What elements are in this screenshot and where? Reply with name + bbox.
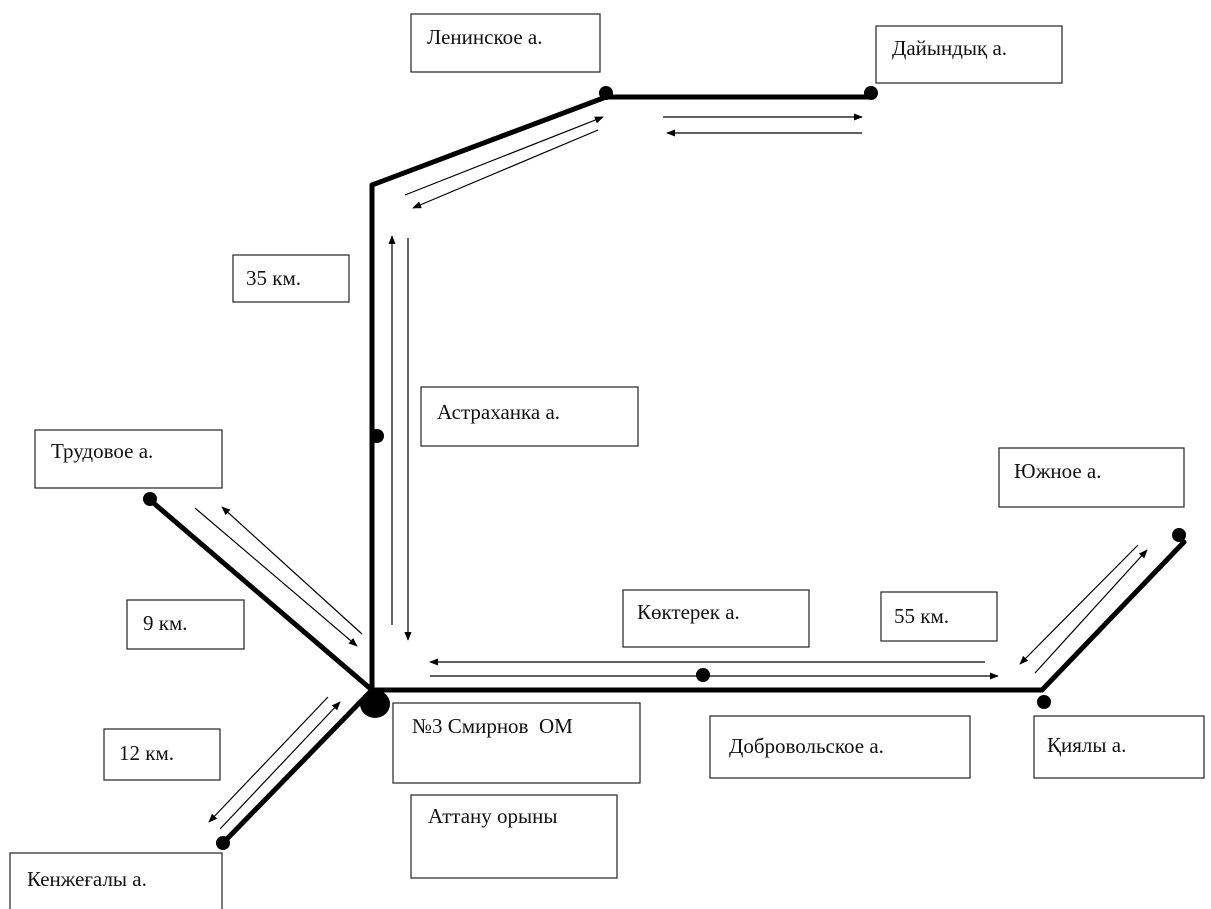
distance-northwest-text: 9 км. xyxy=(143,611,188,635)
label-hub-text: №3 Смирнов ОМ xyxy=(412,714,573,738)
label-hub: №3 Смирнов ОМ xyxy=(392,702,641,784)
label-astrakhanka: Астраханка а. xyxy=(420,386,639,447)
arrow-from-leninskoe xyxy=(412,129,599,209)
label-departure: Аттану орыны xyxy=(410,794,618,879)
label-departure-text: Аттану орыны xyxy=(428,804,558,828)
label-kokterek: Көктерек а. xyxy=(622,589,810,648)
label-kenzhegaly: Кенжеғалы а. xyxy=(9,852,223,909)
distance-east-text: 55 км. xyxy=(894,604,949,628)
point-kokterek xyxy=(696,668,710,682)
distance-northwest: 9 км. xyxy=(126,599,245,650)
arrow-from-yuzhnoe xyxy=(1019,544,1139,665)
label-leninskoe-text: Ленинское а. xyxy=(427,25,543,49)
label-kenzhegaly-text: Кенжеғалы а. xyxy=(27,867,147,891)
arrow-to-kenzhegaly xyxy=(208,696,329,823)
road-to-yuzhnoe xyxy=(1039,539,1187,693)
point-astrakhanka xyxy=(370,429,384,443)
road-to-kenzhegaly xyxy=(220,687,375,846)
label-leninskoe: Ленинское а. xyxy=(410,13,601,73)
point-trudovoe xyxy=(143,492,157,506)
point-hub xyxy=(360,690,390,718)
distance-southwest: 12 км. xyxy=(103,728,221,781)
label-daiyndyk-text: Дайындық а. xyxy=(892,36,1007,60)
point-daiyndyk xyxy=(864,86,878,100)
distance-southwest-text: 12 км. xyxy=(119,741,174,765)
label-kiyaly-text: Қиялы а. xyxy=(1047,733,1126,757)
label-dobrovolskoe: Добровольское а. xyxy=(709,715,971,779)
label-trudovoe: Трудовое а. xyxy=(34,429,223,489)
label-kiyaly: Қиялы а. xyxy=(1033,715,1205,779)
label-kokterek-text: Көктерек а. xyxy=(637,600,740,624)
label-daiyndyk: Дайындық а. xyxy=(875,25,1063,84)
road-to-trudovoe xyxy=(147,497,375,693)
point-leninskoe xyxy=(599,86,613,100)
point-kiyaly xyxy=(1037,695,1051,709)
label-yuzhnoe-text: Южное а. xyxy=(1014,459,1102,483)
arrow-from-trudovoe xyxy=(194,507,358,647)
label-dobrovolskoe-text: Добровольское а. xyxy=(729,734,884,758)
distance-north: 35 км. xyxy=(232,254,350,303)
point-kenzhegaly xyxy=(216,836,230,850)
distance-north-text: 35 км. xyxy=(246,266,301,290)
arrow-to-leninskoe xyxy=(404,116,604,196)
label-astrakhanka-text: Астраханка а. xyxy=(437,400,560,424)
arrow-to-yuzhnoe xyxy=(1034,549,1148,674)
arrow-to-trudovoe xyxy=(221,506,363,635)
arrow-from-kenzhegaly xyxy=(219,701,341,830)
point-yuzhnoe xyxy=(1172,528,1186,542)
distance-east: 55 км. xyxy=(880,591,998,642)
label-yuzhnoe: Южное а. xyxy=(998,447,1185,508)
label-trudovoe-text: Трудовое а. xyxy=(51,439,153,463)
